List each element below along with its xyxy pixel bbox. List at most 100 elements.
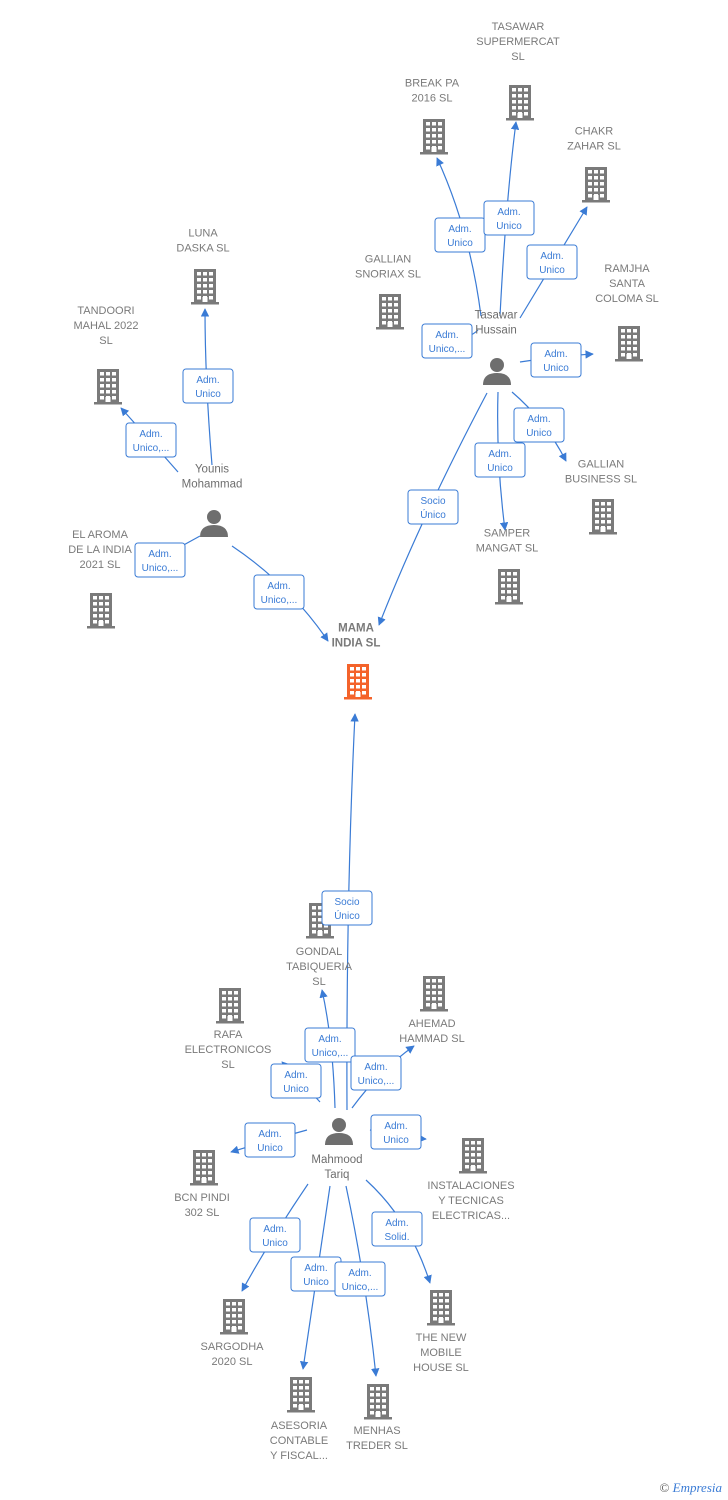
company-label: GALLIAN bbox=[578, 459, 625, 471]
company-label: TASAWAR bbox=[492, 21, 545, 33]
relation-text: Adm. bbox=[435, 330, 458, 341]
company-label: INDIA SL bbox=[332, 638, 381, 650]
relation-text: Adm. bbox=[263, 1224, 286, 1235]
company-label: EL AROMA bbox=[72, 529, 128, 541]
brand-logo[interactable]: Empresia bbox=[672, 1480, 722, 1495]
relation-label-r21[interactable]: Adm.Unico bbox=[290, 1256, 342, 1292]
building-icon bbox=[94, 369, 122, 405]
relation-label-r7[interactable]: Adm.Unico bbox=[474, 442, 526, 478]
relation-label-r18[interactable]: Adm.Unico bbox=[370, 1114, 422, 1150]
building-icon bbox=[191, 269, 219, 305]
relation-label-r2[interactable]: Adm. Unico bbox=[483, 200, 535, 236]
company-label: HAMMAD SL bbox=[399, 1033, 464, 1045]
company-label: TANDOORI bbox=[77, 305, 134, 317]
relation-text: Adm. bbox=[304, 1263, 327, 1274]
person-label: Tariq bbox=[325, 1169, 350, 1181]
relation-text: Socio bbox=[420, 496, 445, 507]
company-node-sargodha[interactable]: SARGODHA 2020 SL bbox=[201, 1299, 265, 1368]
company-label: 2020 SL bbox=[212, 1356, 253, 1368]
relation-label-r17[interactable]: Adm.Unico bbox=[244, 1122, 296, 1158]
company-label: SNORIAX SL bbox=[355, 269, 421, 281]
building-icon bbox=[420, 976, 448, 1012]
company-label: 2016 SL bbox=[412, 93, 453, 105]
relation-text: Adm. bbox=[139, 429, 162, 440]
company-label: ELECTRICAS... bbox=[432, 1210, 510, 1222]
relation-text: Solid. bbox=[384, 1232, 409, 1243]
relation-text: Unico,... bbox=[429, 344, 466, 355]
relation-label-r14[interactable]: Adm.Unico,... bbox=[304, 1027, 356, 1063]
relation-label-r1[interactable]: Adm.Unico bbox=[434, 217, 486, 253]
relation-label-r15[interactable]: Adm.Unico bbox=[270, 1063, 322, 1099]
company-label: GONDAL bbox=[296, 946, 342, 958]
relation-text: Unico bbox=[195, 389, 221, 400]
relation-text: Adm. bbox=[267, 581, 290, 592]
relation-label-r12[interactable]: Adm.Unico,... bbox=[253, 574, 305, 610]
company-label: 302 SL bbox=[185, 1207, 220, 1219]
relation-text: Adm. bbox=[497, 207, 520, 218]
building-icon bbox=[364, 1384, 392, 1420]
relation-label-r20[interactable]: Adm. Solid. bbox=[371, 1211, 423, 1247]
relation-text: Adm. bbox=[544, 349, 567, 360]
company-label: MAHAL 2022 bbox=[73, 320, 138, 332]
relation-text: Socio bbox=[334, 897, 359, 908]
relation-text: Adm. bbox=[540, 251, 563, 262]
relation-text: Adm. bbox=[385, 1218, 408, 1229]
relation-text: Unico bbox=[496, 221, 522, 232]
relation-text: Unico bbox=[383, 1135, 409, 1146]
relation-label-r10[interactable]: Adm.Unico,... bbox=[125, 422, 177, 458]
building-icon bbox=[87, 593, 115, 629]
company-label: SL bbox=[221, 1059, 234, 1071]
company-label: Y TECNICAS bbox=[438, 1195, 504, 1207]
relation-text: Único bbox=[420, 508, 446, 521]
person-icon bbox=[200, 510, 228, 537]
relation-label-r9[interactable]: Adm.Unico bbox=[182, 368, 234, 404]
relation-label-r22[interactable]: Adm.Unico,... bbox=[334, 1261, 386, 1297]
relation-label-r11[interactable]: Adm.Unico,... bbox=[134, 542, 186, 578]
company-label: BCN PINDI bbox=[174, 1192, 230, 1204]
relation-label-r3[interactable]: Adm. Unico bbox=[526, 244, 578, 280]
relation-label-r19[interactable]: Adm.Unico bbox=[249, 1217, 301, 1253]
relation-label-r16[interactable]: Adm.Unico,... bbox=[350, 1055, 402, 1091]
relation-text: Único bbox=[334, 909, 360, 922]
company-label: SARGODHA bbox=[201, 1341, 265, 1353]
relation-text: Unico,... bbox=[142, 563, 179, 574]
copyright-symbol: © bbox=[659, 1480, 670, 1495]
relation-text: Unico bbox=[447, 238, 473, 249]
company-label: RAMJHA bbox=[604, 263, 650, 275]
company-label: DASKA SL bbox=[176, 243, 229, 255]
relation-label-r6[interactable]: Adm.Unico bbox=[513, 407, 565, 443]
company-label: SL bbox=[99, 335, 112, 347]
relation-text: Unico bbox=[487, 463, 513, 474]
company-label: SUPERMERCAT bbox=[476, 36, 560, 48]
person-icon bbox=[325, 1118, 353, 1145]
person-icon bbox=[483, 358, 511, 385]
company-label: THE NEW bbox=[416, 1332, 467, 1344]
relation-label-r5[interactable]: Adm.Unico bbox=[530, 342, 582, 378]
relation-text: Unico bbox=[539, 265, 565, 276]
company-label: ZAHAR SL bbox=[567, 141, 621, 153]
relation-label-r4[interactable]: Adm. Unico,... bbox=[421, 323, 473, 359]
company-node-bcn[interactable]: BCN PINDI 302 SL bbox=[174, 1150, 230, 1219]
